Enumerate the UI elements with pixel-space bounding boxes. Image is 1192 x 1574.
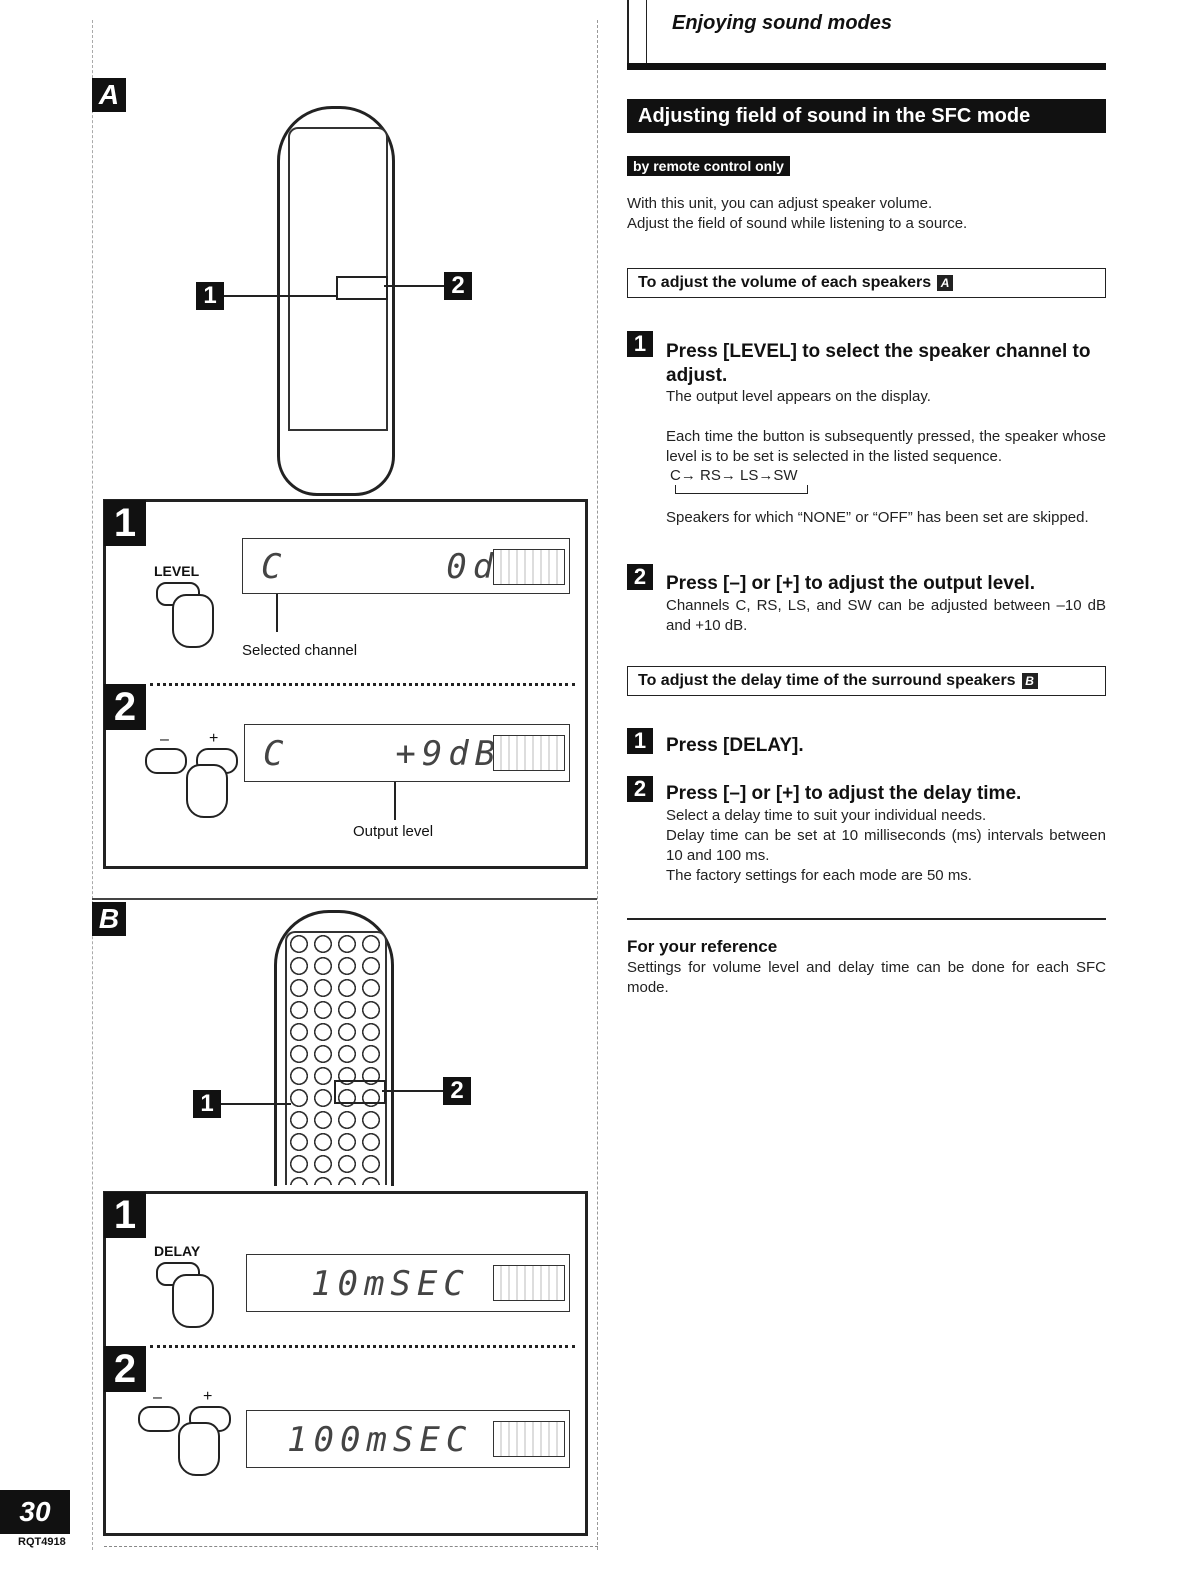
display-a1-text: C 0dB [261,547,526,587]
caption-line-a1 [276,594,278,632]
figure-b-label: B [92,902,126,936]
speaker-indicator-icon [493,549,565,585]
left-edge-line [92,20,93,1550]
volume-step1-desc1: The output level appears on the display. [666,388,931,405]
page-number: 30 [0,1490,70,1534]
callout-line-1-b [221,1103,291,1105]
remote-control-b [274,910,394,1186]
reference-rule [627,918,1106,920]
figure-a-label: A [92,78,126,112]
intro-line-1: With this unit, you can adjust speaker v… [627,195,933,212]
display-b2: 100mSEC [246,1410,570,1468]
channel-sequence: C→ RS→ LS→SW [670,467,798,484]
pressing-hand-icon [178,1422,220,1476]
plus-label-a: + [209,730,219,747]
display-b2-text: 100mSEC [287,1420,473,1460]
header-bracket [627,0,647,70]
callout-line-2-b [382,1090,443,1092]
callout-1-a: 1 [196,282,224,310]
pressing-hand-icon [186,764,228,818]
volume-step2-desc: Channels C, RS, LS, and SW can be adjust… [666,597,1106,634]
display-b1-text: 10mSEC [311,1264,470,1304]
button-highlight-b [334,1080,386,1104]
figure-b-step1-badge: 1 [104,1192,146,1238]
callout-line-2-a [384,285,444,287]
sequence-return-arrow [675,485,808,494]
remote-control-a [277,106,395,496]
remote-only-tag: by remote control only [627,156,790,176]
footer-rule [104,1546,598,1547]
volume-heading: To adjust the volume of each speakers A [627,268,1106,298]
delay-step1-badge: 1 [627,728,653,754]
remote-keypad-a [288,127,388,431]
figure-a-step2-badge: 2 [104,684,146,730]
volume-step2-title: Press [–] or [+] to adjust the output le… [666,573,1035,594]
callout-line-1-a [224,295,336,297]
reference-title: For your reference [627,937,778,956]
volume-step1-desc3: Speakers for which “NONE” or “OFF” has b… [666,509,1089,526]
remote-keypad-b [285,931,387,1185]
caption-output-level: Output level [353,823,434,840]
speaker-indicator-icon [493,1265,565,1301]
volume-step2-badge: 2 [627,564,653,590]
figure-b-rule [92,898,597,900]
figure-b-step2-badge: 2 [104,1346,146,1392]
display-a1: C 0dB [242,538,570,594]
delay-button-label: DELAY [154,1243,201,1259]
volume-step1-title: Press [LEVEL] to select the speaker chan… [666,341,1091,386]
display-b1: 10mSEC [246,1254,570,1312]
minus-button-b[interactable] [138,1406,180,1432]
column-divider [597,20,598,1550]
delay-step2-title: Press [–] or [+] to adjust the delay tim… [666,783,1022,804]
caption-selected-channel: Selected channel [242,642,358,659]
banner-title: Adjusting field of sound in the SFC mode [627,99,1106,133]
reference-body: Settings for volume level and delay time… [627,959,1106,996]
figure-a-step1-badge: 1 [104,500,146,546]
intro-line-2: Adjust the field of sound while listenin… [627,215,968,232]
volume-step1-badge: 1 [627,331,653,357]
delay-heading-text: To adjust the delay time of the surround… [638,672,1016,689]
volume-heading-text: To adjust the volume of each speakers [638,274,932,291]
pressing-hand-icon [172,1274,214,1328]
speaker-indicator-icon [493,1421,565,1457]
delay-step2-desc1: Select a delay time to suit your individ… [666,807,987,824]
display-a2-text: C +9dB [263,734,502,774]
speaker-indicator-icon [493,735,565,771]
header-underline [627,63,1106,70]
callout-2-b: 2 [443,1077,471,1105]
header-title: Enjoying sound modes [672,12,893,34]
delay-step2-badge: 2 [627,776,653,802]
delay-step1-title: Press [DELAY]. [666,735,804,756]
callout-2-a: 2 [444,272,472,300]
minus-button-a[interactable] [145,748,187,774]
display-a2: C +9dB [244,724,570,782]
button-highlight-a [336,276,388,300]
delay-step2-desc3: The factory settings for each mode are 5… [666,867,972,884]
callout-1-b: 1 [193,1090,221,1118]
figure-b-separator [150,1345,575,1348]
delay-step2-desc2: Delay time can be set at 10 milliseconds… [666,827,1106,864]
pressing-hand-icon [172,594,214,648]
delay-heading-ref: B [1021,672,1038,689]
minus-label-a: – [160,731,169,748]
figure-a-separator [150,683,575,686]
model-code: RQT4918 [18,1536,66,1548]
caption-line-a2 [394,782,396,820]
plus-label-b: + [203,1388,213,1405]
level-button-label: LEVEL [154,563,200,579]
minus-label-b: – [153,1389,162,1406]
delay-heading: To adjust the delay time of the surround… [627,666,1106,696]
volume-heading-ref: A [937,274,954,291]
volume-step1-desc2: Each time the button is subsequently pre… [666,428,1106,465]
